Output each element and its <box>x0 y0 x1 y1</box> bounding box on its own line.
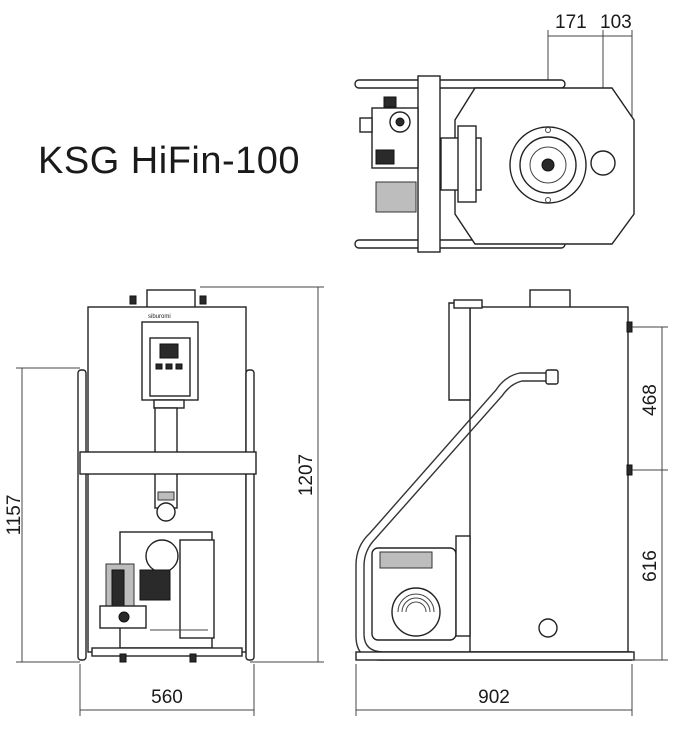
dim-1207: 1207 <box>296 454 317 496</box>
dim-1157: 1157 <box>4 495 25 536</box>
dim-902: 902 <box>478 687 510 708</box>
dim-616: 616 <box>640 550 661 582</box>
dim-171: 171 <box>555 12 587 33</box>
model-title: KSG HiFin-100 <box>38 140 301 182</box>
dim-468: 468 <box>640 384 661 416</box>
dim-560: 560 <box>151 687 183 708</box>
top-view: 171 103 <box>354 12 635 253</box>
front-view: 1157 1207 siburomi <box>4 286 324 716</box>
dim-103: 103 <box>600 12 632 33</box>
brand-logo: siburomi <box>148 314 171 320</box>
side-view: 468 616 902 <box>355 289 668 716</box>
